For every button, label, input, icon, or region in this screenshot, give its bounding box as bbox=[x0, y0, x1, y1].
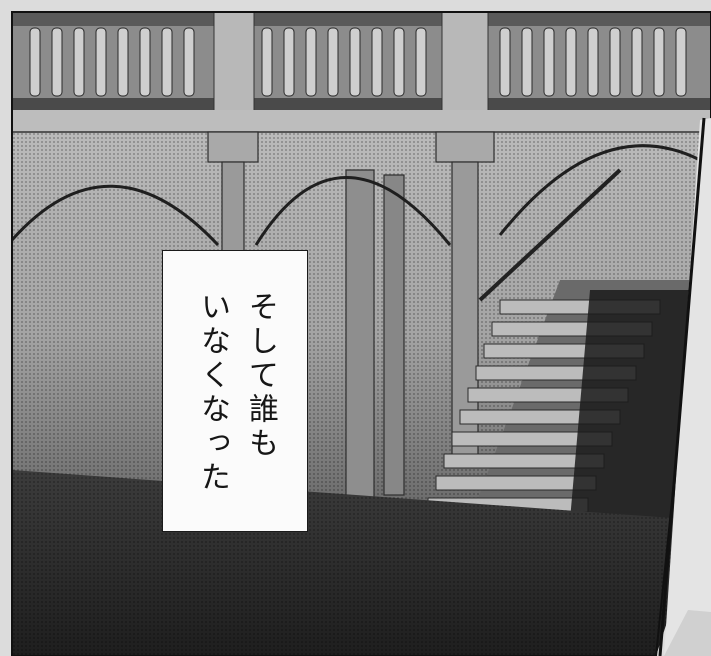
adjacent-panel bbox=[658, 117, 711, 656]
main-panel bbox=[10, 11, 711, 656]
arches bbox=[10, 144, 701, 247]
narration-caption-box: そして誰も いなくなった bbox=[162, 250, 308, 532]
caption-line-2: いなくなった bbox=[195, 291, 230, 495]
balustrade bbox=[12, 11, 711, 113]
caption-line-1: そして誰も bbox=[243, 291, 278, 461]
staircase bbox=[427, 168, 700, 520]
